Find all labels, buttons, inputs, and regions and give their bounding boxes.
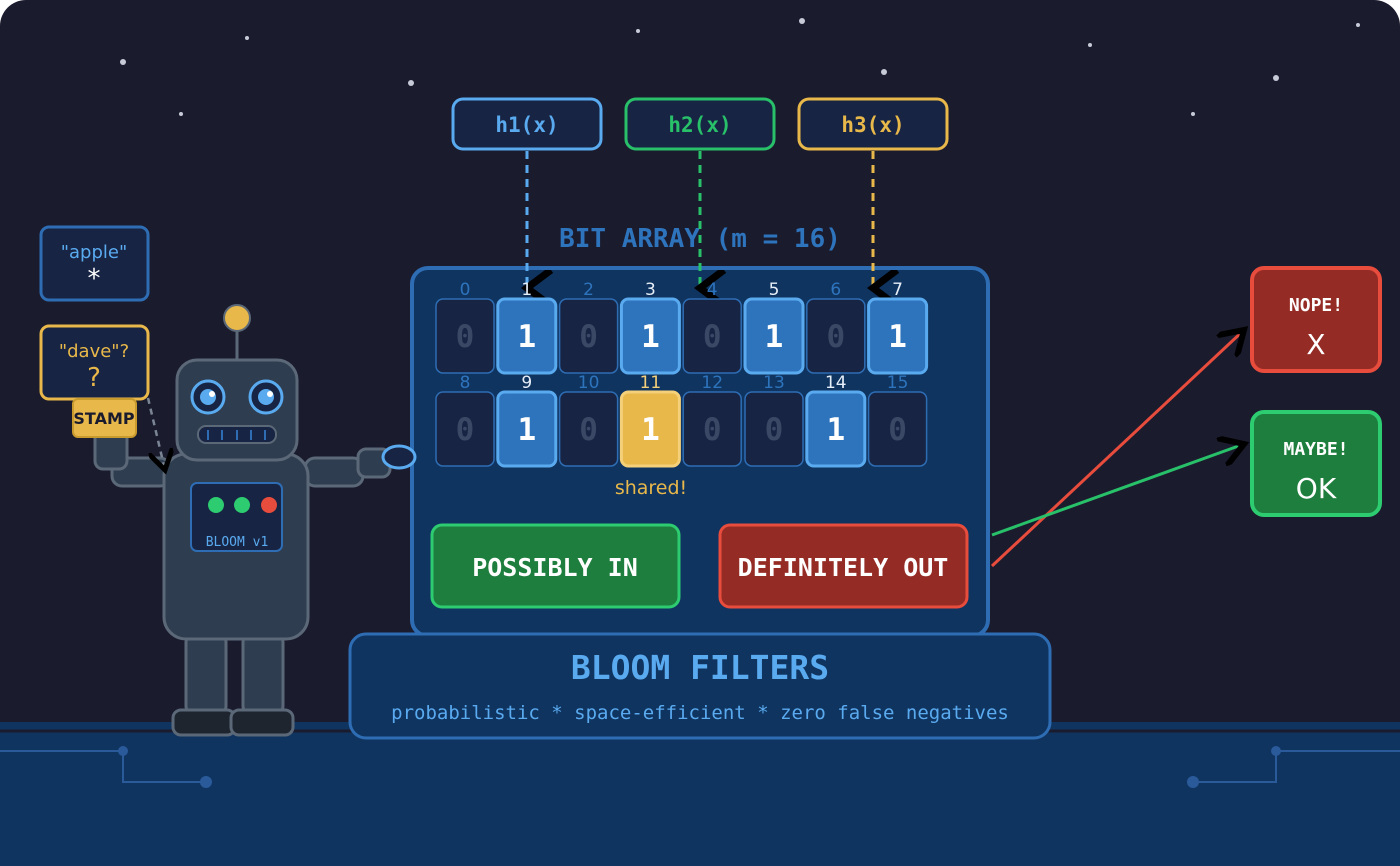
bit-cell-5 (743, 297, 805, 375)
floor (0, 722, 1400, 866)
bit-index-5: 5 (769, 280, 780, 300)
bit-value-9: 1 (517, 412, 536, 448)
bit-index-7: 7 (892, 280, 903, 300)
bit-index-1: 1 (521, 280, 532, 300)
hash-label-h1: h1(x) (495, 113, 558, 137)
bit-value-0: 0 (456, 319, 475, 355)
robot-hand-ring (381, 444, 417, 470)
bit-value-12: 0 (703, 412, 722, 448)
bit-cell-8 (435, 391, 495, 467)
stamp-pointer (146, 397, 165, 470)
bit-cell-15 (867, 391, 928, 467)
bit-index-9: 9 (521, 373, 532, 393)
outcome-nope-title: NOPE! (1289, 295, 1343, 316)
hash-arrows (527, 151, 873, 288)
bit-value-2: 0 (579, 319, 598, 355)
hash-label-h3: h3(x) (841, 113, 904, 137)
bit-cell-14 (805, 390, 867, 468)
stars (120, 18, 1360, 116)
hash-function-h1: h1(x) (451, 97, 603, 151)
robot-badge: BLOOM v1 (206, 535, 269, 550)
bit-index-8: 8 (460, 373, 471, 393)
bit-value-14: 1 (826, 412, 845, 448)
bit-cell-12 (682, 391, 742, 467)
bit-index-11: 11 (640, 373, 662, 393)
input-dave-symbol: ? (87, 363, 101, 393)
possibly-in-box: POSSIBLY IN (430, 523, 681, 609)
outcome-maybe-symbol: OK (1296, 472, 1337, 505)
bit-index-12: 12 (701, 373, 723, 393)
bit-cell-6 (806, 298, 866, 374)
outcome-nope: NOPE! X (1250, 266, 1382, 373)
hash-label-h2: h2(x) (668, 113, 731, 137)
bit-value-15: 0 (888, 412, 907, 448)
bit-index-6: 6 (830, 280, 841, 300)
bit-value-1: 1 (517, 319, 536, 355)
bit-cell-11 (619, 390, 681, 468)
bit-value-4: 0 (703, 319, 722, 355)
bit-index-14: 14 (825, 373, 847, 393)
bit-cell-2 (558, 298, 619, 374)
input-dave-label: "dave"? (59, 341, 129, 362)
input-dave-card: "dave"? ? (39, 324, 150, 401)
bit-cell-9 (496, 390, 558, 468)
bit-index-4: 4 (707, 280, 718, 300)
banner-title: BLOOM FILTERS (571, 648, 829, 687)
connector-definitely-out (990, 330, 1244, 568)
bit-cell-0 (435, 298, 495, 374)
outcome-nope-symbol: X (1306, 328, 1325, 361)
hash-function-h3: h3(x) (797, 97, 949, 151)
possibly-in-label: POSSIBLY IN (472, 553, 638, 582)
stamp-label: STAMP (73, 409, 135, 428)
bit-index-2: 2 (583, 280, 594, 300)
bit-cell-3 (619, 297, 681, 375)
bit-cell-4 (682, 298, 742, 374)
bit-cell-10 (558, 391, 619, 467)
bit-cell-1 (496, 297, 558, 375)
bit-value-6: 0 (826, 319, 845, 355)
robot-antenna (223, 304, 251, 332)
banner-subtitle: probabilistic * space-efficient * zero f… (391, 702, 1009, 724)
definitely-out-box: DEFINITELY OUT (718, 523, 969, 609)
bit-cell-13 (744, 391, 804, 467)
bit-index-10: 10 (578, 373, 600, 393)
connector-possibly-in (991, 444, 1244, 537)
outcome-maybe: MAYBE! OK (1250, 410, 1382, 517)
title-banner: BLOOM FILTERS probabilistic * space-effi… (348, 632, 1052, 740)
bit-value-3: 1 (641, 319, 660, 355)
bit-index-15: 15 (887, 373, 909, 393)
input-apple-label: "apple" (61, 242, 128, 263)
bit-value-8: 0 (456, 412, 475, 448)
bit-value-10: 0 (579, 412, 598, 448)
bit-value-5: 1 (765, 319, 784, 355)
bit-cell-7 (867, 297, 929, 375)
bit-index-0: 0 (460, 280, 471, 300)
definitely-out-label: DEFINITELY OUT (738, 553, 949, 582)
input-apple-symbol: * (88, 264, 101, 294)
stamp: STAMP (72, 398, 137, 438)
bit-index-3: 3 (645, 280, 656, 300)
bit-value-13: 0 (765, 412, 784, 448)
bit-value-7: 1 (888, 319, 907, 355)
bit-value-11: 1 (641, 412, 660, 448)
input-apple-card: "apple" * (39, 225, 150, 302)
hash-function-h2: h2(x) (624, 97, 776, 151)
robot: BLOOM v1 (93, 304, 417, 737)
outcome-maybe-title: MAYBE! (1283, 439, 1348, 460)
bit-index-13: 13 (763, 373, 785, 393)
shared-label: shared! (615, 477, 687, 499)
